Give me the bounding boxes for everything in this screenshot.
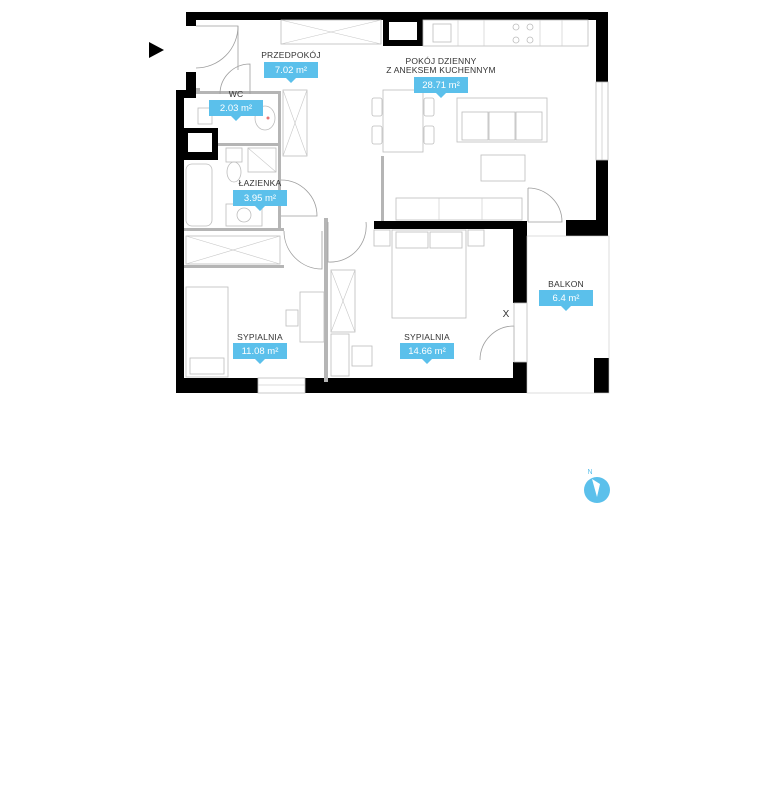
area-badge bbox=[209, 100, 263, 121]
room-label-sypialnia-2: SYPIALNIA 14.66 m² bbox=[400, 332, 454, 364]
room-name: ŁAZIENKA bbox=[239, 178, 282, 188]
room-name: POKÓJ DZIENNY bbox=[405, 56, 476, 66]
room-label-pokoj-dzienny: POKÓJ DZIENNY Z ANEKSEM KUCHENNYM 28.71 … bbox=[386, 56, 496, 98]
walls bbox=[176, 12, 609, 393]
area-badge bbox=[414, 77, 468, 98]
compass-icon: N bbox=[584, 469, 610, 503]
area-badge bbox=[233, 190, 287, 211]
doors bbox=[195, 25, 610, 394]
room-label-wc: WC 2.03 m² bbox=[209, 89, 263, 121]
room-name: BALKON bbox=[548, 279, 584, 289]
furniture bbox=[185, 19, 589, 378]
room-name: PRZEDPOKÓJ bbox=[261, 50, 321, 60]
area-badge bbox=[233, 343, 287, 364]
room-area: 2.03 m² bbox=[220, 103, 252, 114]
room-name-line2: Z ANEKSEM KUCHENNYM bbox=[386, 65, 496, 75]
room-area: 3.95 m² bbox=[244, 193, 276, 204]
window-bedroom bbox=[257, 377, 306, 394]
room-label-sypialnia-1: SYPIALNIA 11.08 m² bbox=[233, 332, 287, 364]
entrance-arrow-icon bbox=[149, 42, 164, 58]
compass-label: N bbox=[587, 469, 592, 476]
room-area: 6.4 m² bbox=[553, 293, 580, 304]
window-living bbox=[595, 81, 609, 161]
x-marker: X bbox=[503, 309, 510, 320]
room-area: 28.71 m² bbox=[422, 80, 460, 91]
room-area: 11.08 m² bbox=[242, 346, 279, 357]
room-area: 7.02 m² bbox=[275, 65, 307, 76]
room-label-balkon: BALKON 6.4 m² bbox=[539, 279, 593, 311]
room-label-lazienka: ŁAZIENKA 3.95 m² bbox=[233, 178, 287, 211]
room-label-przedpokoj: PRZEDPOKÓJ 7.02 m² bbox=[261, 50, 321, 83]
area-badge bbox=[400, 343, 454, 364]
room-area: 14.66 m² bbox=[408, 346, 446, 357]
area-badge bbox=[264, 62, 318, 83]
partitions bbox=[184, 88, 384, 382]
room-name: SYPIALNIA bbox=[404, 332, 450, 342]
room-name: SYPIALNIA bbox=[237, 332, 283, 342]
room-name: WC bbox=[229, 89, 244, 99]
area-badge bbox=[539, 290, 593, 311]
